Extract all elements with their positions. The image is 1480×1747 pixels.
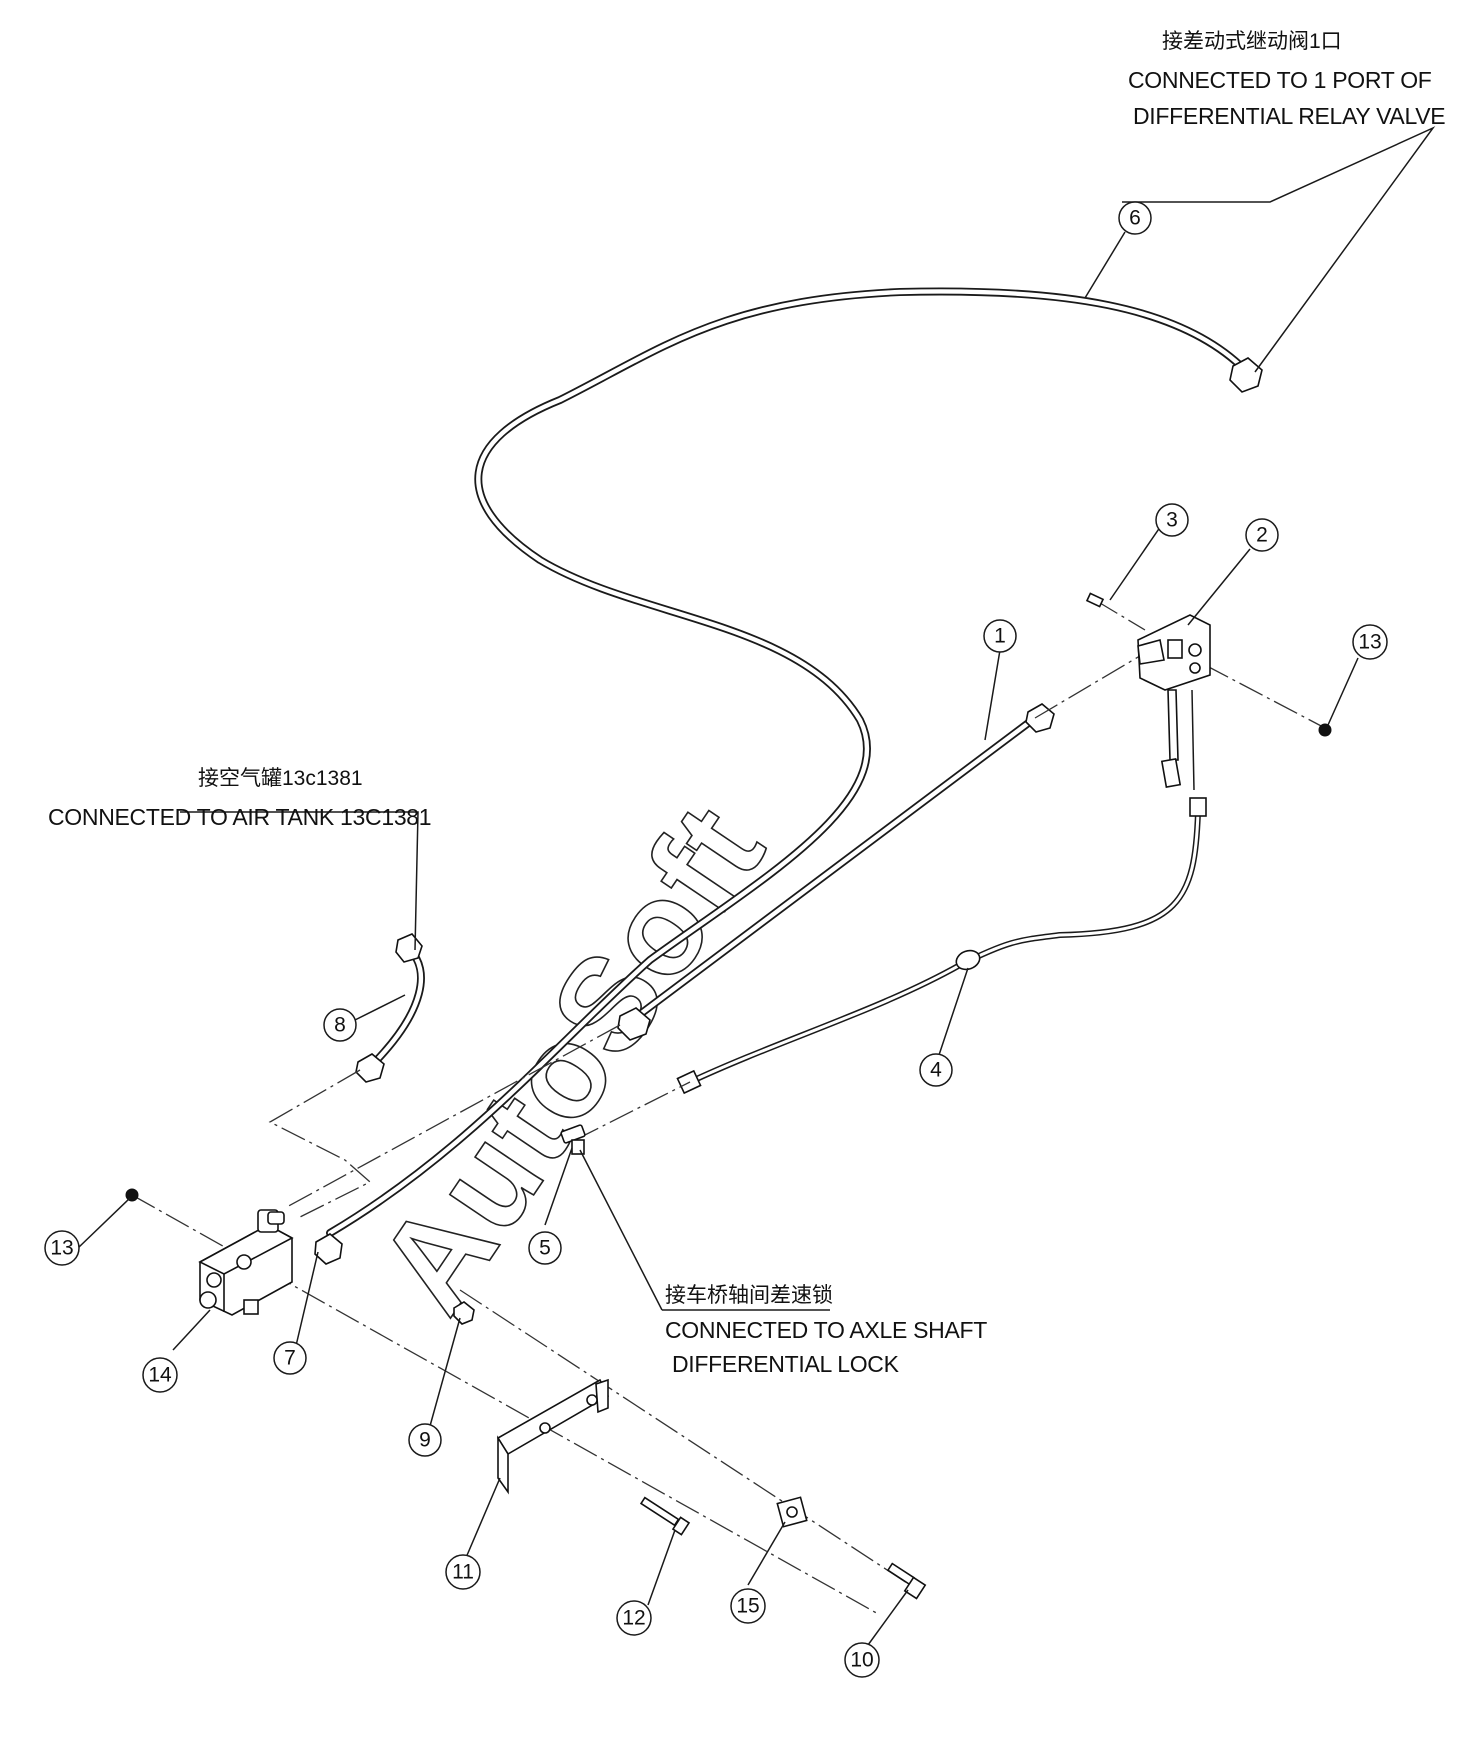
callout-15: 15	[730, 1588, 766, 1624]
callout-13-left: 13	[44, 1230, 80, 1266]
note-relay-valve: 接差动式继动阀1口 CONNECTED TO 1 PORT OF DIFFERE…	[1128, 30, 1446, 129]
callout-8: 8	[323, 1008, 357, 1042]
callout-11: 11	[445, 1554, 481, 1590]
callout-13-left-label: 13	[50, 1237, 73, 1260]
callout-9-label: 9	[419, 1429, 431, 1452]
valve-2	[1085, 592, 1211, 791]
nut-tube6-end	[1229, 357, 1263, 393]
leader-lines	[77, 126, 1436, 1646]
callout-10: 10	[844, 1642, 880, 1678]
callout-7: 7	[273, 1341, 307, 1375]
note-relay-valve-cn: 接差动式继动阀1口	[1162, 30, 1342, 53]
callout-4-label: 4	[930, 1059, 942, 1082]
callout-5-label: 5	[539, 1237, 551, 1260]
note-relay-valve-en-1: CONNECTED TO 1 PORT OF	[1128, 67, 1432, 93]
block-14	[198, 1209, 294, 1316]
callout-2-label: 2	[1256, 524, 1268, 547]
callout-3: 3	[1155, 503, 1189, 537]
hose-8	[355, 933, 425, 1083]
callout-14-label: 14	[148, 1364, 172, 1387]
callout-15-label: 15	[736, 1595, 759, 1618]
note-relay-valve-en-2: DIFFERENTIAL RELAY VALVE	[1133, 103, 1445, 129]
note-axle-lock-en-2: DIFFERENTIAL LOCK	[672, 1351, 900, 1377]
center-lines	[131, 649, 1326, 1616]
callout-9: 9	[408, 1423, 442, 1457]
callout-4: 4	[919, 1053, 953, 1087]
tube-4	[676, 797, 1207, 1095]
callout-11-label: 11	[452, 1561, 474, 1584]
nut-hose8-top	[395, 933, 423, 963]
tube-1	[617, 703, 1055, 1041]
callout-6-label: 6	[1129, 207, 1141, 230]
nut-9	[453, 1301, 475, 1325]
note-axle-lock-en-1: CONNECTED TO AXLE SHAFT	[665, 1317, 987, 1343]
note-air-tank: 接空气罐13c1381 CONNECTED TO AIR TANK 13C138…	[48, 767, 432, 830]
callout-10-label: 10	[850, 1649, 873, 1672]
callout-2: 2	[1245, 518, 1279, 552]
note-air-tank-cn: 接空气罐13c1381	[198, 767, 363, 790]
bolt-12	[639, 1496, 691, 1536]
callout-7-label: 7	[284, 1347, 296, 1370]
callout-1-label: 1	[994, 625, 1006, 648]
clip-tube4	[955, 949, 981, 971]
callout-5: 5	[528, 1231, 562, 1265]
callout-3-label: 3	[1166, 509, 1178, 532]
nut-tube1-low	[617, 1007, 651, 1041]
callout-8-label: 8	[334, 1014, 346, 1037]
callout-12: 12	[616, 1600, 652, 1636]
nut-13-right	[1318, 723, 1332, 737]
tube-6	[314, 287, 1263, 1265]
callout-12-label: 12	[622, 1607, 645, 1630]
washer-15	[776, 1496, 808, 1528]
callout-13-right-label: 13	[1358, 631, 1381, 654]
note-air-tank-en: CONNECTED TO AIR TANK 13C1381	[48, 804, 431, 830]
note-axle-lock: 接车桥轴间差速锁 CONNECTED TO AXLE SHAFT DIFFERE…	[665, 1284, 988, 1377]
nut-tube1-high	[1025, 703, 1055, 733]
nut-tube7	[314, 1233, 343, 1265]
note-axle-lock-cn: 接车桥轴间差速锁	[665, 1284, 833, 1307]
callout-1: 1	[983, 619, 1017, 653]
bracket-11	[496, 1378, 610, 1495]
bolt-3	[1085, 592, 1105, 608]
callout-6: 6	[1118, 201, 1152, 235]
bolt-10	[886, 1562, 927, 1600]
callout-13-right: 13	[1352, 624, 1388, 660]
callout-14: 14	[142, 1357, 178, 1393]
nut-tube4-high	[1189, 797, 1207, 817]
